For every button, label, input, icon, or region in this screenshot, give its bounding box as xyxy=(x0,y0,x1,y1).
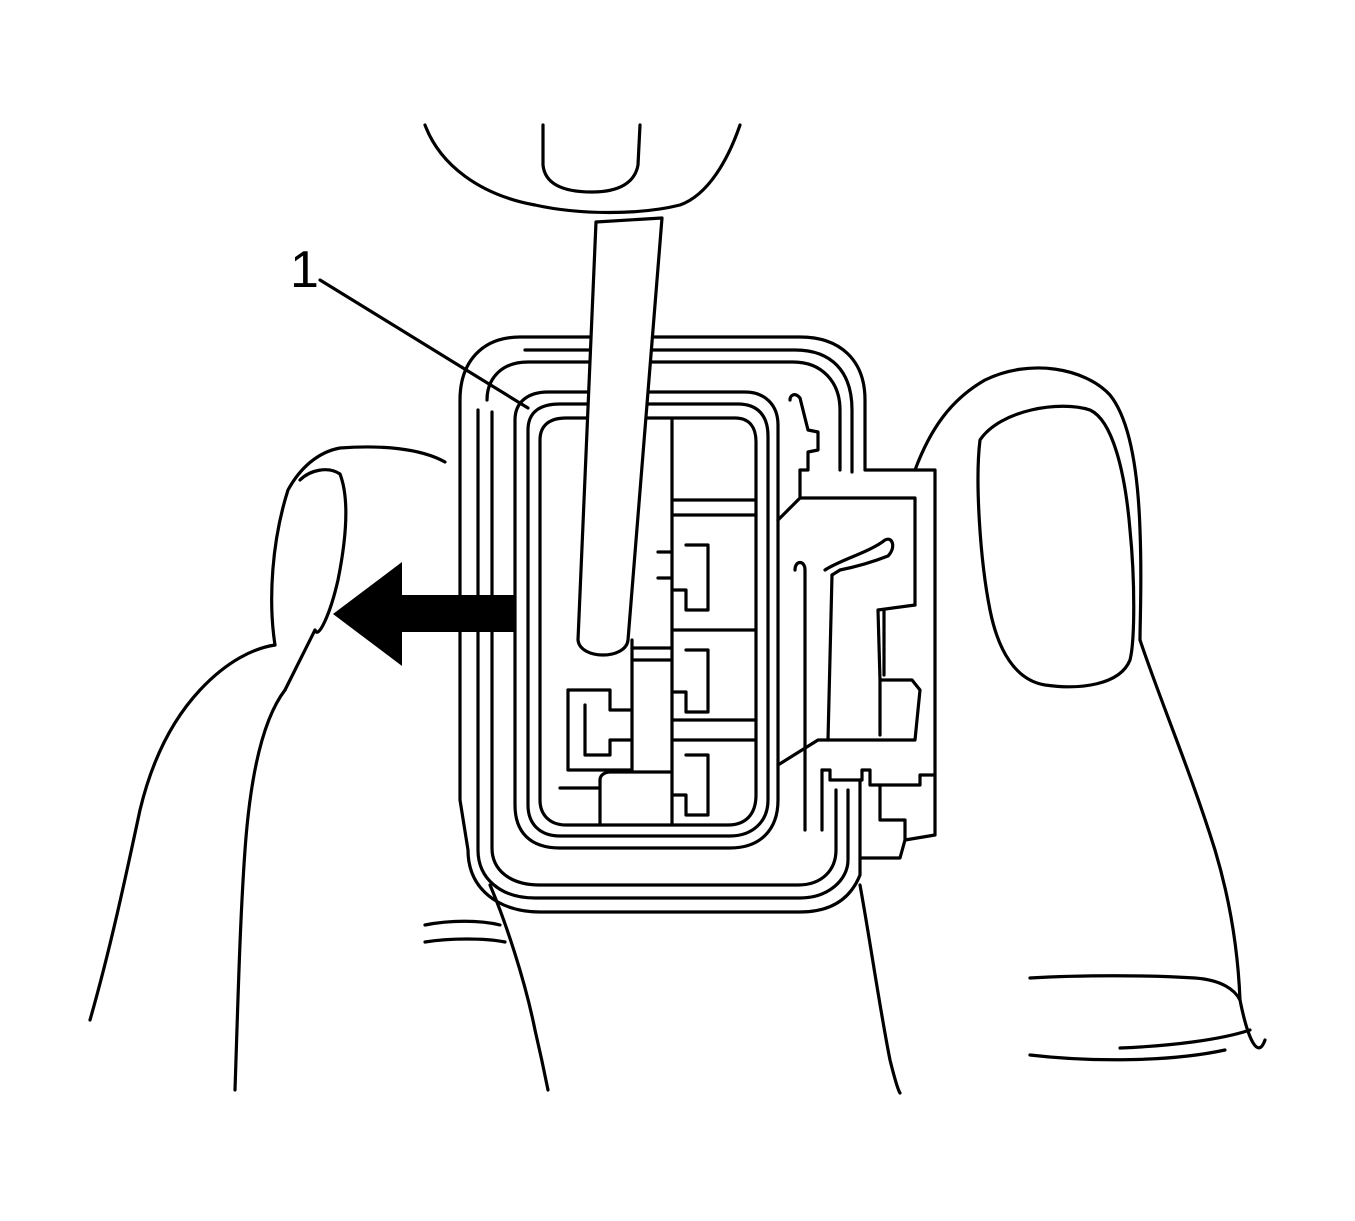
connector-housing xyxy=(458,335,937,914)
left-finger xyxy=(88,445,447,1092)
callout-1: 1 xyxy=(290,241,530,410)
callout-label: 1 xyxy=(290,241,319,299)
right-finger xyxy=(913,366,1267,1062)
top-finger xyxy=(423,123,742,215)
terminal-cavities xyxy=(558,418,758,827)
pull-direction-arrow xyxy=(333,562,515,666)
bottom-hand xyxy=(423,883,902,1095)
callout-leader-line xyxy=(318,278,530,410)
release-tool xyxy=(576,216,664,657)
